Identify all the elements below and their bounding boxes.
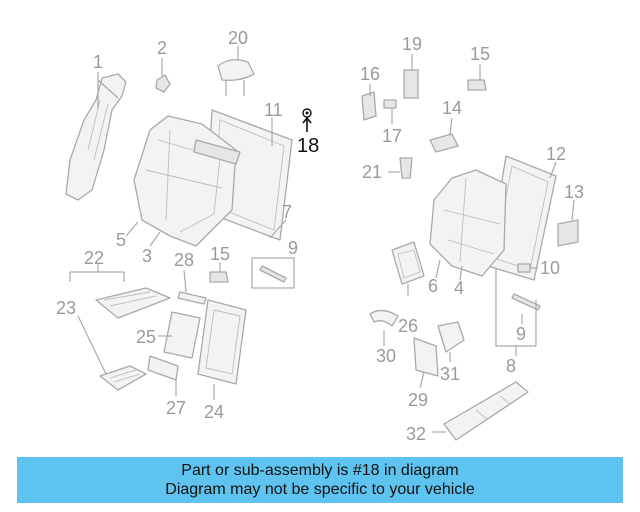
callout-16: 16 — [360, 64, 380, 84]
callout-26: 26 — [398, 316, 418, 336]
part-26-trim — [369, 309, 399, 327]
callout-15-right: 15 — [470, 44, 490, 64]
part-32-armrest — [432, 381, 529, 441]
part-24-seat-frame — [197, 299, 247, 400]
part-23-bracket — [77, 315, 147, 391]
part-21-knob — [388, 157, 413, 179]
callout-22: 22 — [84, 248, 104, 268]
callout-13: 13 — [564, 182, 584, 202]
callout-15-left: 15 — [210, 244, 230, 264]
callout-14: 14 — [442, 98, 462, 118]
part-9-bolt-kit — [251, 257, 295, 289]
callout-29: 29 — [408, 390, 428, 410]
part-28-strip — [177, 269, 207, 305]
callout-18: 18 — [297, 135, 319, 157]
part-9-bolt-kit-right — [511, 293, 541, 324]
callout-19: 19 — [402, 34, 422, 54]
banner-line-disclaimer: Diagram may not be specific to your vehi… — [165, 481, 475, 498]
part-16-bracket — [361, 84, 377, 121]
callout-25: 25 — [136, 327, 156, 347]
callout-20: 20 — [228, 28, 248, 48]
part-25-panel — [158, 311, 201, 359]
callout-7: 7 — [282, 202, 292, 222]
banner-line-part: Part or sub-assembly is #18 in diagram — [181, 462, 459, 479]
callout-4: 4 — [454, 278, 464, 298]
callout-30: 30 — [376, 346, 396, 366]
callout-11: 11 — [264, 100, 283, 120]
parts-diagram: 1 2 20 11 18 7 9 5 3 22 15 28 23 25 27 2… — [56, 28, 584, 444]
part-27-trim — [147, 355, 179, 396]
callout-5: 5 — [116, 230, 126, 250]
callout-6: 6 — [428, 276, 438, 296]
part-18-nut — [302, 108, 312, 132]
callout-12: 12 — [546, 144, 566, 164]
part-7-lead — [269, 219, 287, 239]
part-1-side-trim — [65, 72, 127, 201]
part-6-lumbar — [391, 241, 425, 296]
callout-28: 28 — [174, 250, 194, 270]
callout-9-left: 9 — [288, 238, 298, 258]
part-8-lead — [495, 268, 537, 356]
part-15-bolt — [209, 262, 229, 283]
callout-3: 3 — [142, 246, 152, 266]
callout-9-right: 9 — [516, 324, 526, 344]
part-13-cover — [557, 199, 579, 247]
callout-21: 21 — [362, 162, 382, 182]
callout-2: 2 — [157, 38, 167, 58]
part-15-bolt-right — [467, 64, 487, 91]
part-2-clip — [155, 58, 171, 93]
part-3-backrest-cushion — [125, 115, 241, 247]
part-14-handle — [429, 117, 459, 153]
callout-1: 1 — [93, 52, 103, 72]
info-banner: Part or sub-assembly is #18 in diagram D… — [17, 457, 623, 503]
part-10-screw — [517, 263, 538, 273]
callout-17: 17 — [382, 126, 402, 146]
callout-24: 24 — [204, 402, 224, 422]
part-29-bracket — [413, 337, 439, 389]
callout-10: 10 — [540, 258, 560, 278]
part-4-backrest-cushion — [429, 169, 507, 281]
part-20-headrest — [217, 46, 255, 96]
callout-23: 23 — [56, 298, 76, 318]
part-31-cover — [437, 321, 465, 362]
part-22-seat-cushion — [69, 264, 171, 319]
callout-32: 32 — [406, 424, 426, 444]
part-19-cover — [403, 54, 419, 99]
callout-27: 27 — [166, 398, 186, 418]
part-17-screw — [383, 99, 397, 124]
callout-8: 8 — [506, 356, 516, 376]
callout-31: 31 — [440, 364, 460, 384]
